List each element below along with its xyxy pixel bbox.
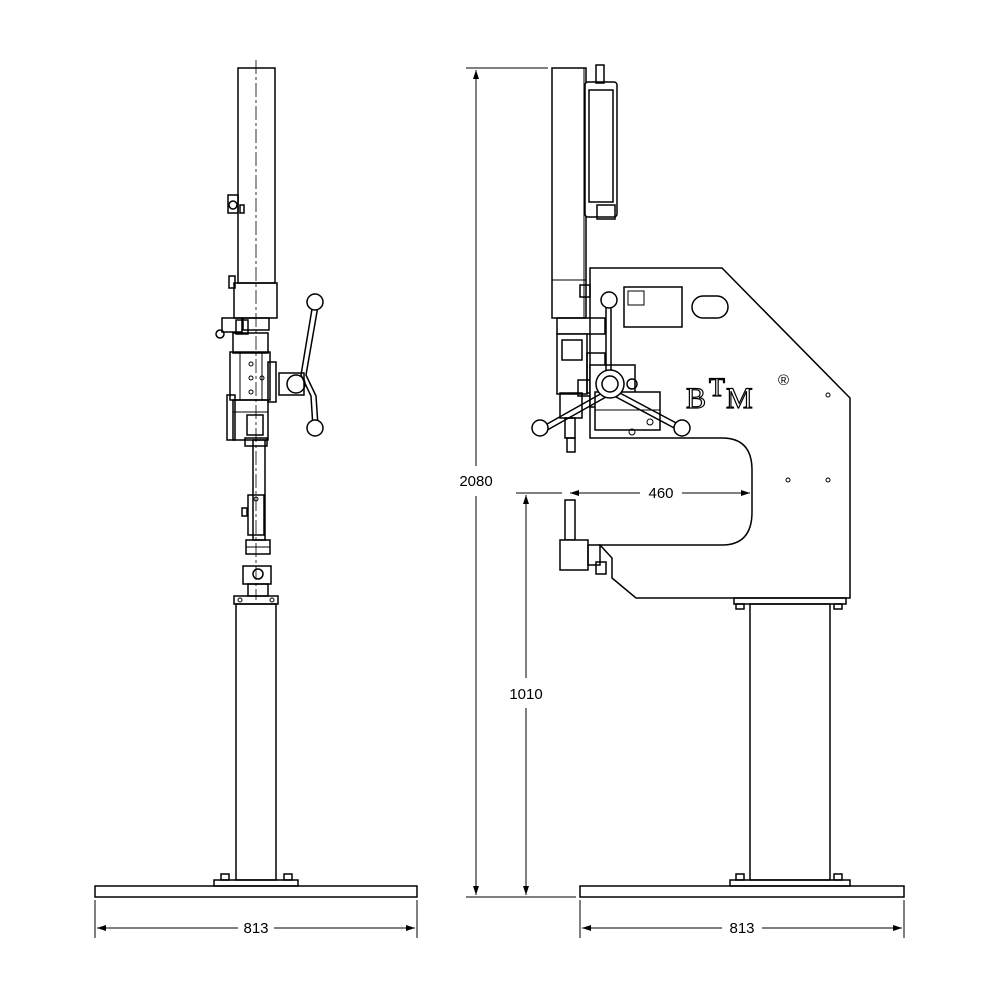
table-height-dimension: 1010	[509, 492, 562, 895]
side-handle-ball-left	[531, 419, 549, 437]
side-handle-ball-right	[673, 419, 691, 437]
throat-depth-label: 460	[648, 485, 673, 502]
logo-letter-m: M	[726, 382, 753, 415]
side-handle-ball-top	[600, 291, 618, 309]
overall-height-label: 2080	[459, 473, 492, 490]
frame-slot	[691, 295, 729, 319]
front-base-plate	[94, 885, 418, 898]
logo-registered: ®	[778, 372, 789, 389]
front-column	[235, 603, 277, 881]
side-base-plate	[579, 885, 905, 898]
front-cylinder	[237, 67, 276, 284]
side-valve-box	[584, 81, 618, 218]
front-view	[94, 60, 418, 898]
throat-depth-dimension: 460	[570, 485, 750, 502]
table-height-label: 1010	[509, 686, 542, 703]
side-c-frame	[589, 267, 851, 599]
front-width-dimension: 813	[94, 900, 418, 938]
front-cylinder-cap	[233, 282, 278, 319]
logo-letter-b: B	[686, 382, 706, 415]
side-width-label: 813	[729, 920, 754, 937]
side-view: B T M ®	[531, 64, 905, 898]
btm-logo: B T M ®	[685, 372, 789, 416]
side-width-dimension: 813	[579, 900, 905, 938]
front-handle-ball-top	[306, 293, 324, 311]
side-column	[749, 603, 831, 881]
side-lower-die	[559, 539, 589, 571]
side-hub	[595, 369, 625, 399]
overall-height-dimension: 2080	[459, 67, 576, 898]
logo-letter-t: T	[709, 373, 725, 402]
front-handle-ball-bottom	[306, 419, 324, 437]
frame-window	[623, 286, 683, 328]
front-ram	[252, 439, 266, 541]
front-width-label: 813	[243, 920, 268, 937]
